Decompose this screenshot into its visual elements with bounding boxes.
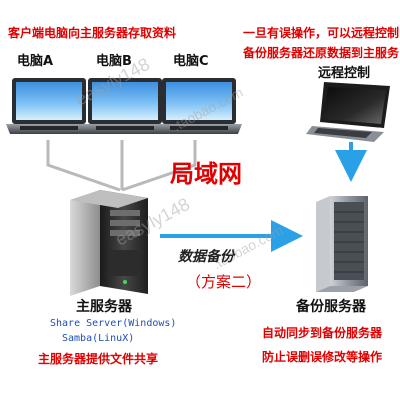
remote-label: 远程控制 bbox=[318, 66, 371, 81]
lan-line-c bbox=[121, 140, 197, 192]
backup-server-note2: 防止误删误修改等操作 bbox=[262, 350, 383, 364]
main-server-label: 主服务器 bbox=[76, 299, 132, 315]
laptop-b-icon bbox=[82, 78, 168, 134]
backup-flow-label: 数据备份 bbox=[178, 249, 234, 265]
backup-server-icon bbox=[316, 196, 368, 292]
backup-server-note1: 自动同步到备份服务器 bbox=[262, 326, 383, 340]
backup-scheme-label: （方案二） bbox=[186, 273, 262, 291]
remote-laptop-icon bbox=[306, 82, 390, 142]
main-server-note: 主服务器提供文件共享 bbox=[38, 352, 159, 366]
header-right-line2: 备份服务器还原数据到主服务 bbox=[243, 46, 400, 60]
lan-label: 局域网 bbox=[170, 160, 242, 188]
backup-server-label: 备份服务器 bbox=[296, 299, 366, 315]
client-label-c: 电脑C bbox=[173, 54, 209, 69]
blue-arrows bbox=[160, 142, 367, 252]
header-left-title: 客户端电脑向主服务器存取资料 bbox=[8, 26, 177, 40]
main-server-line2: Samba(LinuX) bbox=[62, 333, 135, 344]
client-label-b: 电脑B bbox=[96, 54, 132, 69]
laptop-c-icon bbox=[156, 78, 242, 134]
main-server-line1: Share Server(Windows) bbox=[50, 318, 177, 329]
lan-line-a bbox=[46, 140, 121, 192]
client-label-a: 电脑A bbox=[17, 54, 54, 69]
header-right-line1: 一旦有误操作，可以远程控制 bbox=[243, 26, 400, 40]
main-server-icon bbox=[70, 190, 148, 296]
lan-lines bbox=[46, 140, 197, 192]
laptop-a-icon bbox=[6, 78, 92, 134]
